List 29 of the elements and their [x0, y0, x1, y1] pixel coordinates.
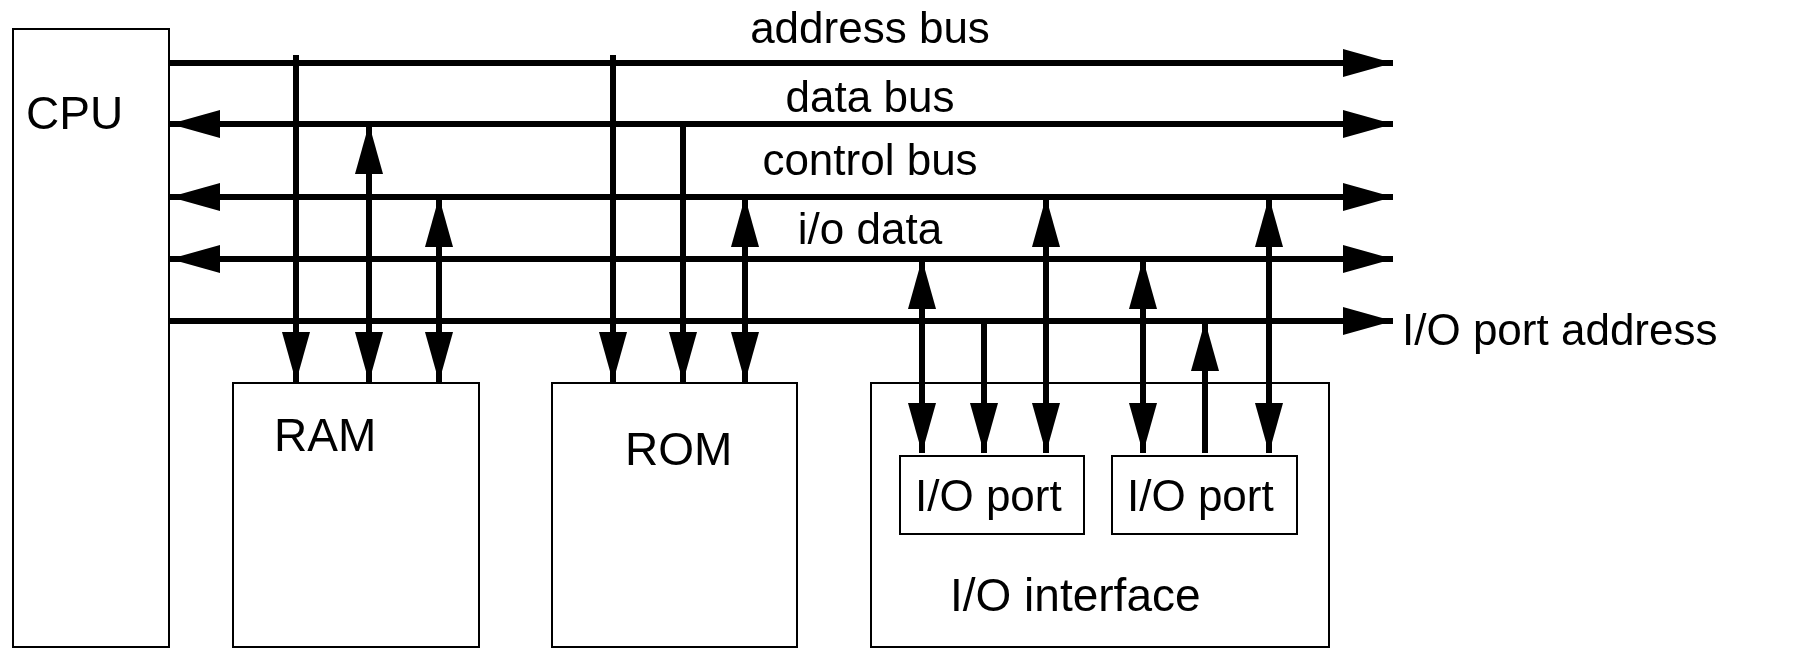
bus-arrow [970, 321, 998, 453]
bus-arrow [282, 55, 310, 382]
bus-arrow [1129, 259, 1157, 453]
component-box [12, 28, 170, 648]
component-box [899, 455, 1085, 535]
component-box [870, 382, 1330, 648]
node-label: I/O port [915, 474, 1062, 518]
bus-arrow [669, 124, 697, 382]
bus-arrow [170, 110, 1393, 138]
bus-arrow [908, 259, 936, 453]
node-label: I/O port [1127, 474, 1274, 518]
node-label: CPU [26, 90, 124, 136]
component-box [1111, 455, 1298, 535]
bus-arrow [170, 307, 1393, 335]
bus-arrow [170, 245, 1393, 273]
bus-arrow [731, 197, 759, 382]
bus-arrow [1255, 197, 1283, 453]
node-label: ROM [625, 426, 733, 472]
bus-arrow [355, 124, 383, 382]
bus-arrow [170, 183, 1393, 211]
bus-arrow [599, 55, 627, 382]
bus-arrow [1191, 321, 1219, 453]
bus-arrow [425, 197, 453, 382]
component-box [232, 382, 480, 648]
component-box [551, 382, 798, 648]
node-label: I/O interface [950, 572, 1201, 618]
node-label: RAM [274, 412, 377, 458]
bus-arrow [170, 49, 1393, 77]
bus-arrow [1032, 197, 1060, 453]
